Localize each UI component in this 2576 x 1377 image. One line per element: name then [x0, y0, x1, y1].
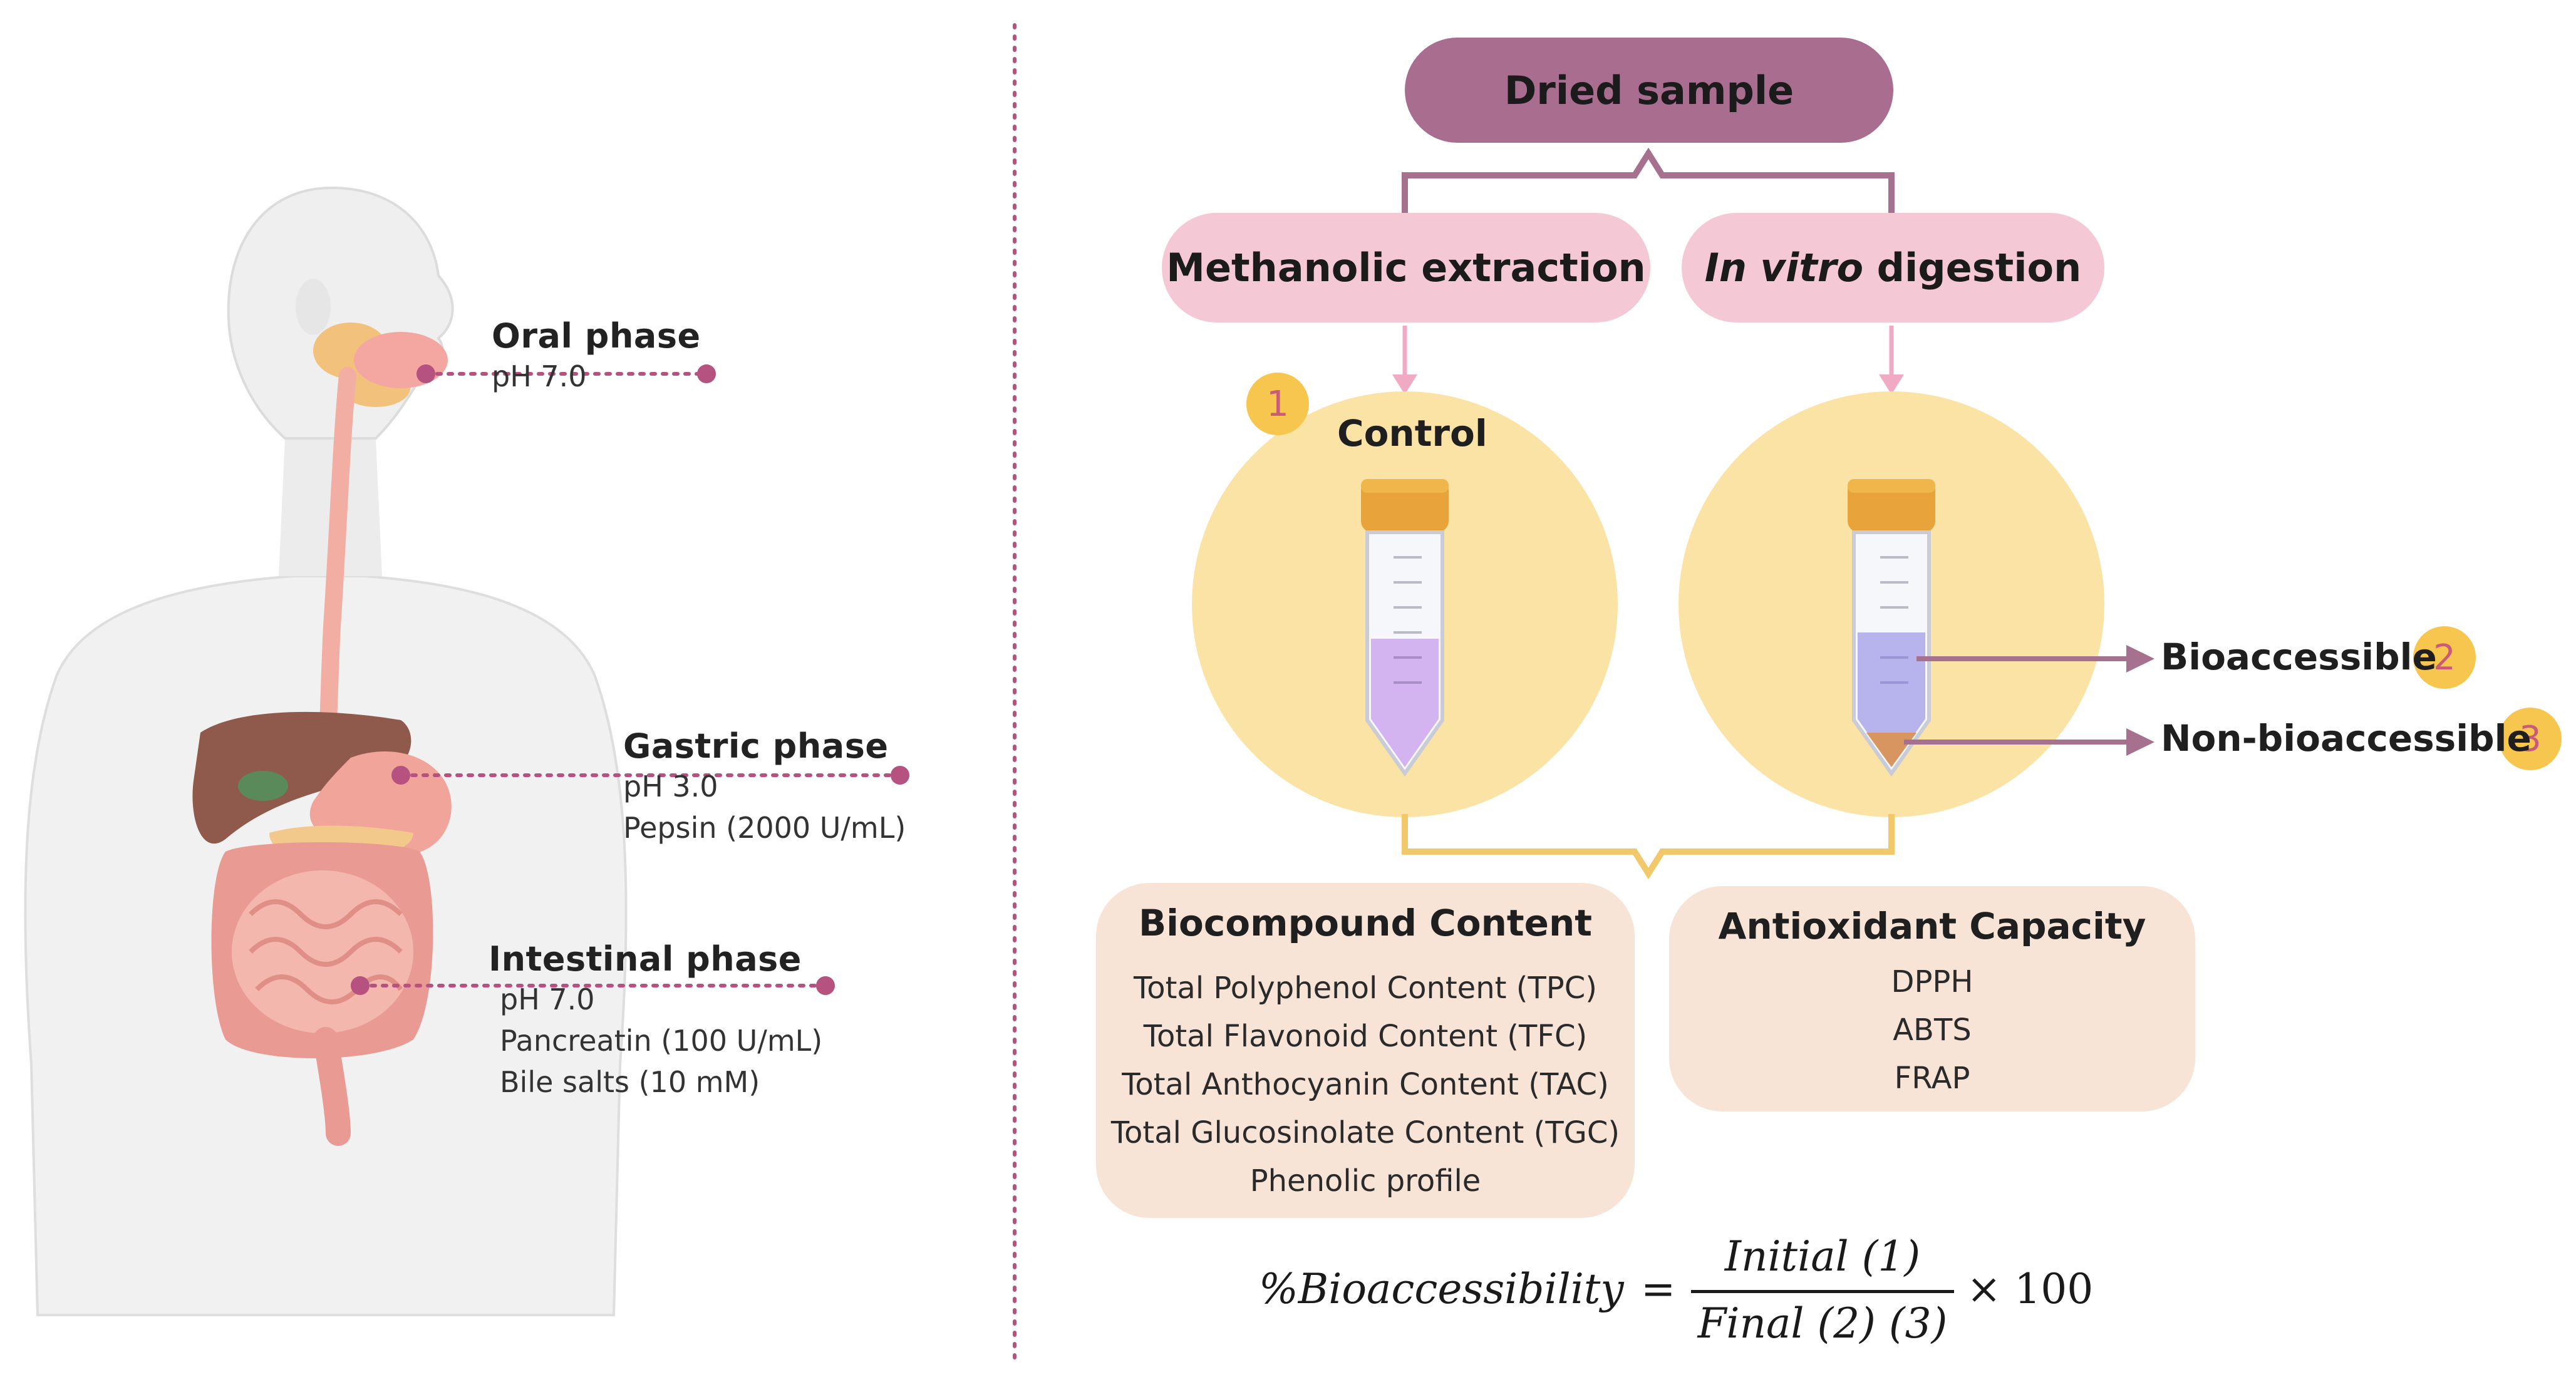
body-illustration	[24, 186, 909, 1316]
small-intestine-coils	[249, 899, 403, 1004]
ear	[296, 279, 331, 335]
badge-3: 3	[2499, 708, 2562, 770]
methanolic-extraction-pill: Methanolic extraction	[1162, 213, 1650, 322]
digestion-tube	[1848, 479, 1935, 777]
dried-sample-pill: Dried sample	[1405, 38, 1893, 143]
oral-dot-start	[416, 364, 435, 383]
formula-lhs: %Bioaccessibility	[1259, 1265, 1624, 1313]
rectum	[313, 1027, 351, 1146]
intestinal-dot-end	[816, 976, 835, 995]
badge-2: 2	[2413, 626, 2476, 689]
intestinal-phase-ph: pH 7.0	[500, 982, 595, 1016]
non-bioaccessible-label: Non-bioaccessible	[2161, 717, 2532, 760]
gallbladder	[238, 771, 288, 801]
formula-fraction-bar	[1691, 1290, 1954, 1293]
antioxidant-title: Antioxidant Capacity	[1718, 905, 2146, 947]
formula-lhs-text: %Bioaccessibility	[1259, 1265, 1624, 1313]
antioxidant-item: FRAP	[1894, 1061, 1970, 1096]
gastric-phase-title: Gastric phase	[623, 726, 889, 766]
intestinal-dot-start	[351, 976, 370, 995]
intestinal-phase-bile: Bile salts (10 mM)	[500, 1065, 760, 1099]
antioxidant-panel: Antioxidant Capacity DPPH ABTS FRAP	[1669, 886, 2195, 1111]
right-arrow-head	[1879, 374, 1904, 395]
gastric-phase-label: Gastric phase pH 3.0 Pepsin (2000 U/mL)	[623, 726, 906, 848]
biocompound-item: Phenolic profile	[1249, 1163, 1481, 1199]
oral-phase-title: Oral phase	[492, 316, 701, 356]
oral-dot-end	[697, 364, 716, 383]
oral-phase-label: Oral phase pH 7.0	[492, 316, 701, 397]
biocompound-list: Total Polyphenol Content (TPC) Total Fla…	[1096, 964, 1635, 1205]
biocompound-item: Total Anthocyanin Content (TAC)	[1122, 1067, 1609, 1102]
formula-denominator: Final (2) (3)	[1697, 1299, 1948, 1348]
non-bioaccessible-arrow-head	[2126, 728, 2154, 756]
control-tube	[1361, 479, 1449, 777]
liver	[192, 711, 411, 844]
gastric-dot-start	[391, 766, 410, 785]
bottom-bracket	[1402, 814, 1895, 880]
biocompound-title: Biocompound Content	[1138, 902, 1593, 944]
gastric-dot-end	[891, 766, 909, 785]
left-arrow-head	[1392, 374, 1417, 395]
gastric-phase-ph: pH 3.0	[623, 770, 718, 803]
bioaccessible-label: Bioaccessible	[2161, 636, 2437, 678]
separator	[1013, 23, 1016, 1367]
biocompound-item: Total Glucosinolate Content (TGC)	[1110, 1115, 1620, 1150]
control-label: Control	[1337, 412, 1487, 455]
antioxidant-item: DPPH	[1891, 964, 1973, 999]
formula-times: × 100	[1967, 1265, 2094, 1313]
small-intestine	[232, 870, 413, 1033]
oral-phase-ph: pH 7.0	[492, 359, 587, 393]
intestinal-phase-title: Intestinal phase	[489, 939, 802, 979]
intestinal-phase-enzyme: Pancreatin (100 U/mL)	[500, 1024, 823, 1058]
gastric-phase-enzyme: Pepsin (2000 U/mL)	[623, 811, 906, 845]
badge-1: 1	[1246, 373, 1309, 435]
biocompound-panel: Biocompound Content Total Polyphenol Con…	[1096, 883, 1635, 1218]
top-bracket	[1402, 147, 1895, 213]
antioxidant-item: ABTS	[1893, 1013, 1972, 1048]
digestion-word: digestion	[1863, 245, 2082, 291]
antioxidant-list: DPPH ABTS FRAP	[1669, 958, 2195, 1103]
bioaccessible-arrow-head	[2126, 645, 2154, 673]
intestinal-phase-label: Intestinal phase pH 7.0 Pancreatin (100 …	[489, 939, 822, 1103]
biocompound-item: Total Flavonoid Content (TFC)	[1143, 1019, 1588, 1054]
biocompound-item: Total Polyphenol Content (TPC)	[1134, 971, 1597, 1006]
formula-equals: =	[1641, 1265, 1676, 1313]
in-vitro-digestion-pill: In vitro digestion	[1682, 213, 2104, 322]
in-vitro-italic: In vitro	[1704, 245, 1864, 291]
formula-numerator: Initial (1)	[1724, 1232, 1921, 1281]
